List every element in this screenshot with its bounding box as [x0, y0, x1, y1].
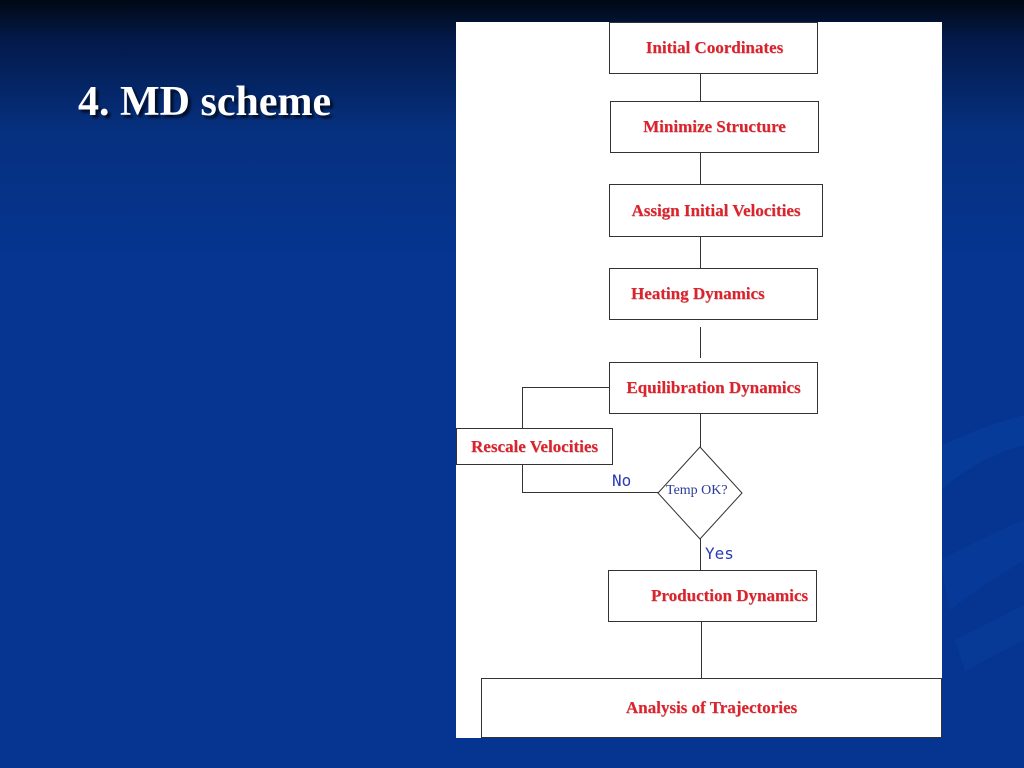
temp-ok-decision-diamond [657, 446, 743, 540]
initial-coordinates-box: Initial Coordinates [609, 22, 818, 74]
equilibration-dynamics-box: Equilibration Dynamics [609, 362, 818, 414]
no-label: No [612, 471, 632, 490]
analysis-of-trajectories-box: Analysis of Trajectories [481, 678, 942, 738]
assign-initial-velocities-box: Assign Initial Velocities [609, 184, 823, 237]
production-dynamics-box: Production Dynamics [608, 570, 817, 622]
connector-no-to-rescale [522, 464, 658, 493]
yes-label: Yes [705, 544, 734, 563]
rescale-velocities-box: Rescale Velocities [456, 428, 613, 465]
minimize-structure-box: Minimize Structure [610, 101, 819, 153]
temp-ok-label: Temp OK? [666, 483, 728, 498]
connector-rescale-to-equilibration [522, 387, 609, 428]
slide-title: 4. MD scheme [78, 79, 332, 125]
heating-dynamics-box: Heating Dynamics [609, 268, 818, 320]
